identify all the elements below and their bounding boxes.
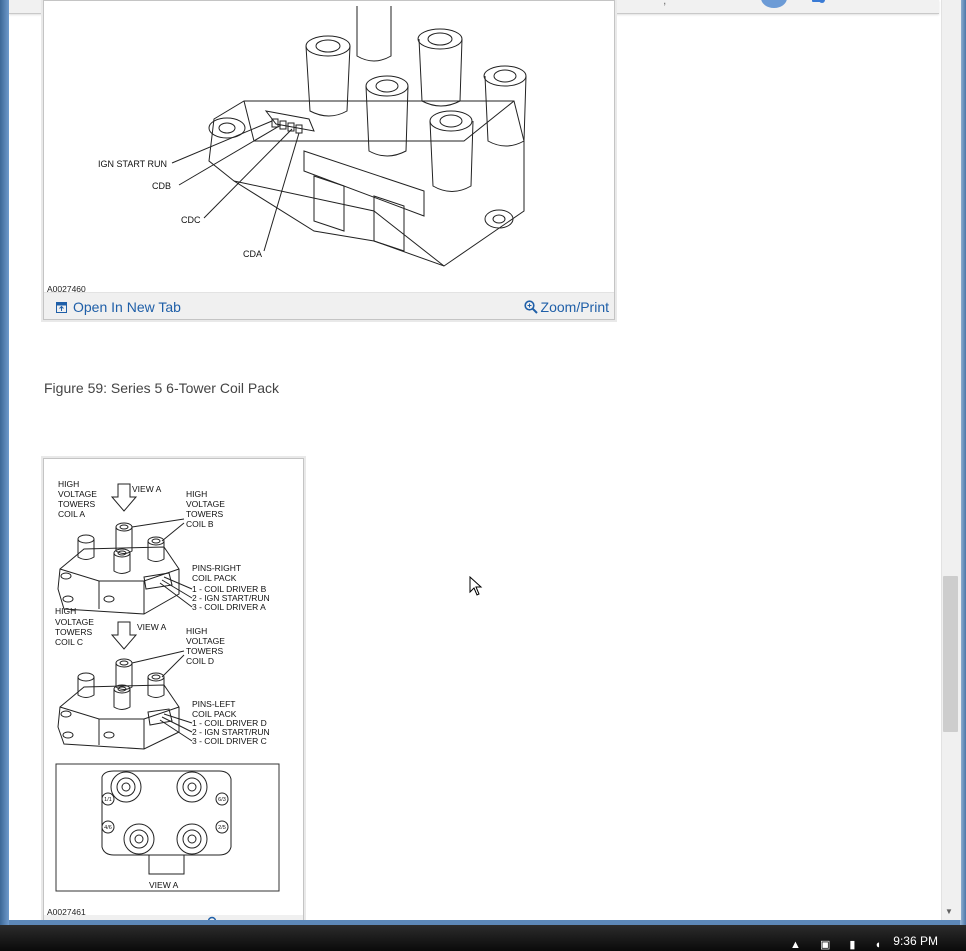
zoom-icon (523, 300, 538, 314)
view-a-box-label: VIEW A (149, 880, 179, 890)
toolbar-fragment-text: , (663, 0, 667, 7)
pins-left-line-2: COIL PACK (192, 709, 237, 719)
figure-59-id: A0027461 (47, 907, 86, 917)
pins-right-line-4: 2 - IGN START/RUN (192, 593, 270, 603)
view-a-label-2: VIEW A (137, 622, 167, 632)
zoom-print-label: Zoom/Print (540, 299, 609, 315)
view-a-label-1: VIEW A (132, 484, 162, 494)
label-ign-start-run: IGN START RUN (98, 159, 167, 169)
notification-icon[interactable] (811, 0, 825, 4)
coil-b-line-3: TOWERS (186, 509, 223, 519)
pins-left-line-1: PINS-LEFT (192, 699, 235, 709)
open-in-new-tab-link[interactable]: Open In New Tab (56, 299, 181, 315)
scroll-down-arrow-icon[interactable]: ▼ (945, 907, 953, 916)
figure-58-panel: IGN START RUN CDB CDC CDA A0027460 Open … (43, 0, 615, 320)
pin-mark-3: 6/3 (218, 797, 226, 803)
pins-left-line-5: 3 - COIL DRIVER C (192, 736, 267, 746)
label-cdb: CDB (152, 181, 171, 191)
open-tab-label: Open In New Tab (73, 299, 181, 315)
zoom-print-link[interactable]: Zoom/Print (523, 299, 609, 315)
coil-pack-diagram-1: IGN START RUN CDB CDC CDA (98, 6, 527, 267)
coil-c-line-3: TOWERS (55, 627, 92, 637)
taskbar-clock[interactable]: 9:36 PM (893, 934, 938, 948)
pins-right-line-5: 3 - COIL DRIVER A (192, 602, 266, 612)
window-right-border (960, 0, 966, 925)
label-cdc: CDC (181, 215, 201, 225)
figure-58-id: A0027460 (47, 284, 86, 294)
figure-58-footer: Open In New Tab Zoom/Print (44, 292, 614, 319)
coil-c-line-1: HIGH (55, 606, 76, 616)
zoom-icon[interactable] (207, 916, 217, 920)
coil-c-line-2: VOLTAGE (55, 617, 94, 627)
coil-b-line-1: HIGH (186, 489, 207, 499)
pins-left-line-3: 1 - COIL DRIVER D (192, 718, 267, 728)
pins-right-line-1: PINS-RIGHT (192, 563, 241, 573)
coil-a-line-4: COIL A (58, 509, 85, 519)
open-tab-icon (56, 301, 67, 313)
coil-d-line-4: COIL D (186, 656, 214, 666)
figure-59-footer (44, 915, 303, 920)
label-cda: CDA (243, 249, 262, 259)
coil-a-line-1: HIGH (58, 479, 79, 489)
pin-mark-1: 1/1 (104, 797, 112, 803)
pins-left-line-4: 2 - IGN START/RUN (192, 727, 270, 737)
pin-mark-2: 4/6 (104, 825, 112, 831)
system-tray-icons[interactable]: ▲ ▣ ▮ ◖ (790, 939, 890, 951)
mouse-cursor-icon (469, 576, 483, 596)
window-left-border (0, 0, 9, 925)
coil-a-line-3: TOWERS (58, 499, 95, 509)
coil-b-line-2: VOLTAGE (186, 499, 225, 509)
coil-d-line-1: HIGH (186, 626, 207, 636)
pins-right-line-3: 1 - COIL DRIVER B (192, 584, 267, 594)
coil-b-line-4: COIL B (186, 519, 214, 529)
coil-pack-diagram-2: HIGH VOLTAGE TOWERS COIL A VIEW A HIGH V… (55, 479, 280, 892)
figure-59-caption: Figure 59: Series 5 6-Tower Coil Pack (44, 380, 279, 396)
coil-a-line-2: VOLTAGE (58, 489, 97, 499)
vertical-scrollbar[interactable] (941, 0, 961, 920)
coil-c-line-4: COIL C (55, 637, 83, 647)
pin-mark-4: 2/5 (218, 825, 226, 831)
figure-59-panel: HIGH VOLTAGE TOWERS COIL A VIEW A HIGH V… (43, 458, 304, 920)
coil-d-line-3: TOWERS (186, 646, 223, 656)
user-avatar[interactable] (761, 0, 787, 8)
scrollbar-thumb[interactable] (943, 576, 958, 732)
pins-right-line-2: COIL PACK (192, 573, 237, 583)
coil-d-line-2: VOLTAGE (186, 636, 225, 646)
page-content[interactable]: , (9, 0, 941, 920)
taskbar (0, 925, 966, 951)
